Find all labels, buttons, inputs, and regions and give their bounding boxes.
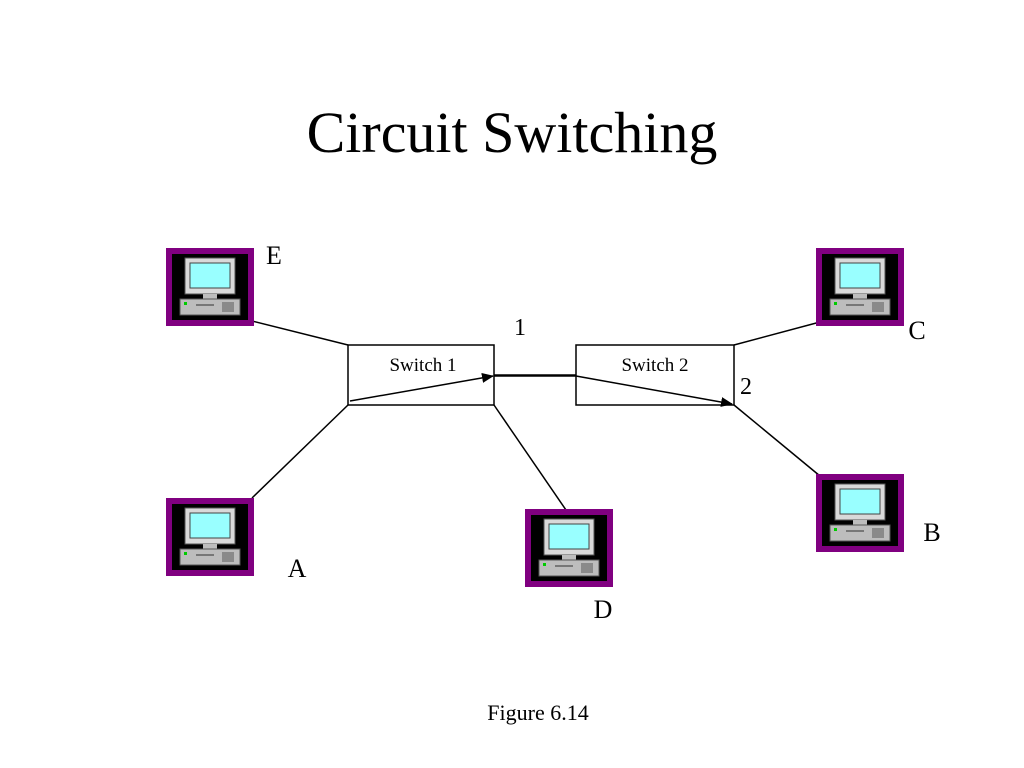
port-2-label: 2 xyxy=(740,374,752,400)
station-c-label: C xyxy=(908,316,925,345)
computer-icon xyxy=(525,509,613,587)
page-title: Circuit Switching xyxy=(306,100,718,165)
station-e-label: E xyxy=(266,241,282,270)
switch-2-label: Switch 2 xyxy=(621,355,688,376)
switch-1-label: Switch 1 xyxy=(389,355,456,376)
link-switch2-c xyxy=(733,321,821,346)
station-b-label: B xyxy=(923,518,940,547)
link-switch2-b xyxy=(733,404,821,477)
switch-2: Switch 2 xyxy=(575,344,735,406)
link-a-switch1 xyxy=(251,404,349,499)
circuit-path-in-switch1 xyxy=(349,372,494,402)
figure-caption: Figure 6.14 xyxy=(487,700,589,725)
computer-icon xyxy=(166,248,254,326)
computer-icon xyxy=(816,248,904,326)
computer-icon xyxy=(816,474,904,552)
link-d-switch1 xyxy=(493,404,567,511)
station-a: A xyxy=(166,498,307,583)
station-a-label: A xyxy=(288,554,307,583)
computer-icon xyxy=(166,498,254,576)
switch-1: Switch 1 xyxy=(347,344,495,406)
station-e: E xyxy=(166,241,282,326)
port-1-label: 1 xyxy=(514,315,526,341)
station-c: C xyxy=(816,248,926,345)
station-d: D xyxy=(525,509,613,624)
link-e-switch1 xyxy=(251,320,349,346)
station-b: B xyxy=(816,474,941,552)
circuit-path-in-switch2 xyxy=(575,375,733,407)
station-d-label: D xyxy=(594,595,613,624)
